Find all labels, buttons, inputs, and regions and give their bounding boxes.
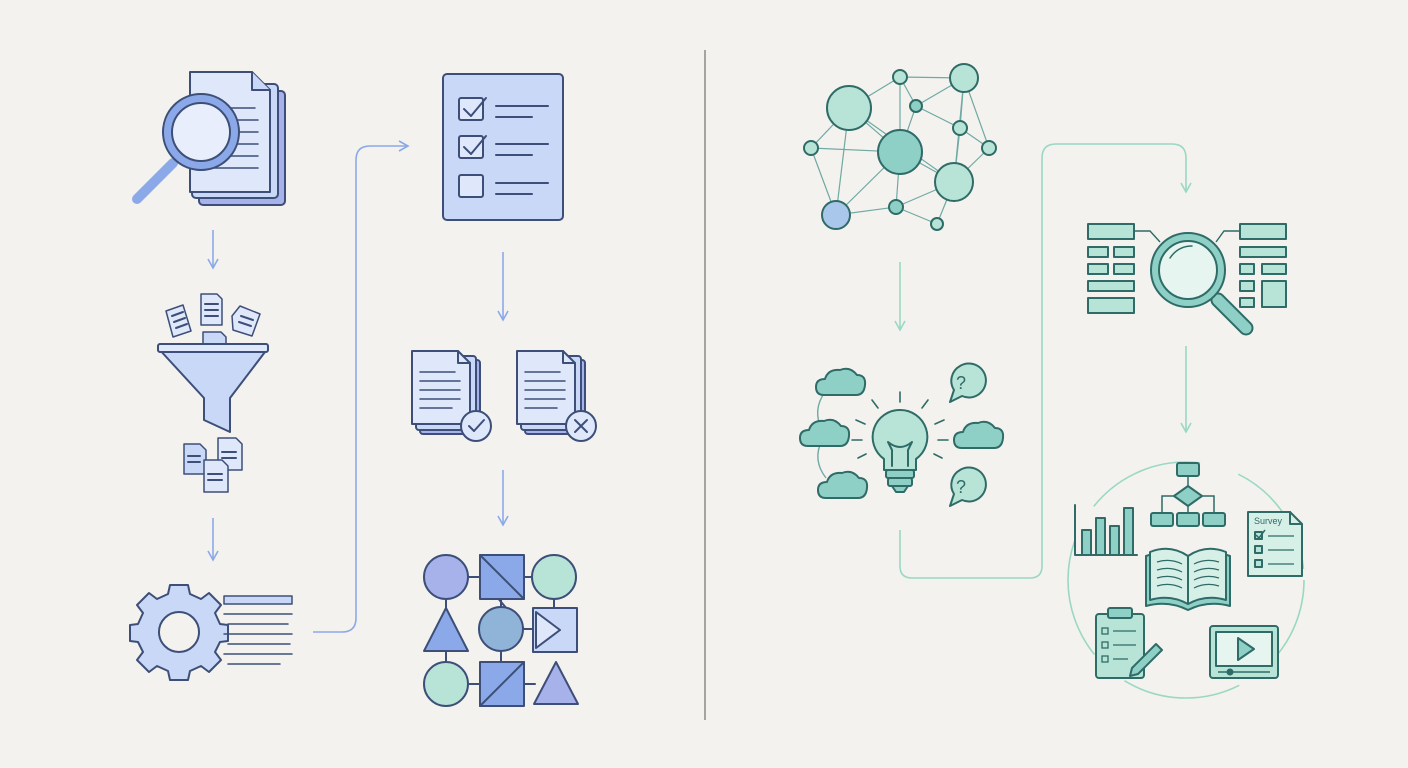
funnel-filter-icon bbox=[157, 293, 269, 493]
gear-settings-icon bbox=[129, 584, 293, 681]
question-mark-top: ? bbox=[956, 373, 966, 393]
open-book-icon bbox=[1145, 547, 1231, 611]
bar-chart-icon bbox=[1074, 504, 1138, 556]
arrow-idea-to-search bbox=[899, 143, 1192, 579]
checklist-icon bbox=[442, 73, 564, 221]
video-player-icon bbox=[1209, 625, 1279, 679]
document-x-icon bbox=[516, 350, 597, 442]
question-mark-bottom: ? bbox=[956, 477, 966, 497]
lightbulb-idea-icon: ? ? bbox=[799, 362, 1005, 507]
clipboard-pencil-icon bbox=[1095, 607, 1163, 679]
document-check-icon bbox=[411, 350, 492, 442]
network-graph-icon bbox=[803, 63, 997, 231]
document-search-icon bbox=[132, 71, 286, 206]
shape-grid-icon bbox=[423, 554, 579, 707]
left-flow-arrows bbox=[207, 140, 509, 633]
survey-label: Survey bbox=[1254, 516, 1283, 526]
data-magnifier-icon bbox=[1087, 223, 1287, 336]
arrow-gear-to-checklist bbox=[313, 140, 410, 633]
survey-form-icon: Survey bbox=[1247, 511, 1303, 577]
flowchart-icon bbox=[1150, 462, 1226, 527]
output-cycle-icon: Survey bbox=[1074, 462, 1303, 679]
